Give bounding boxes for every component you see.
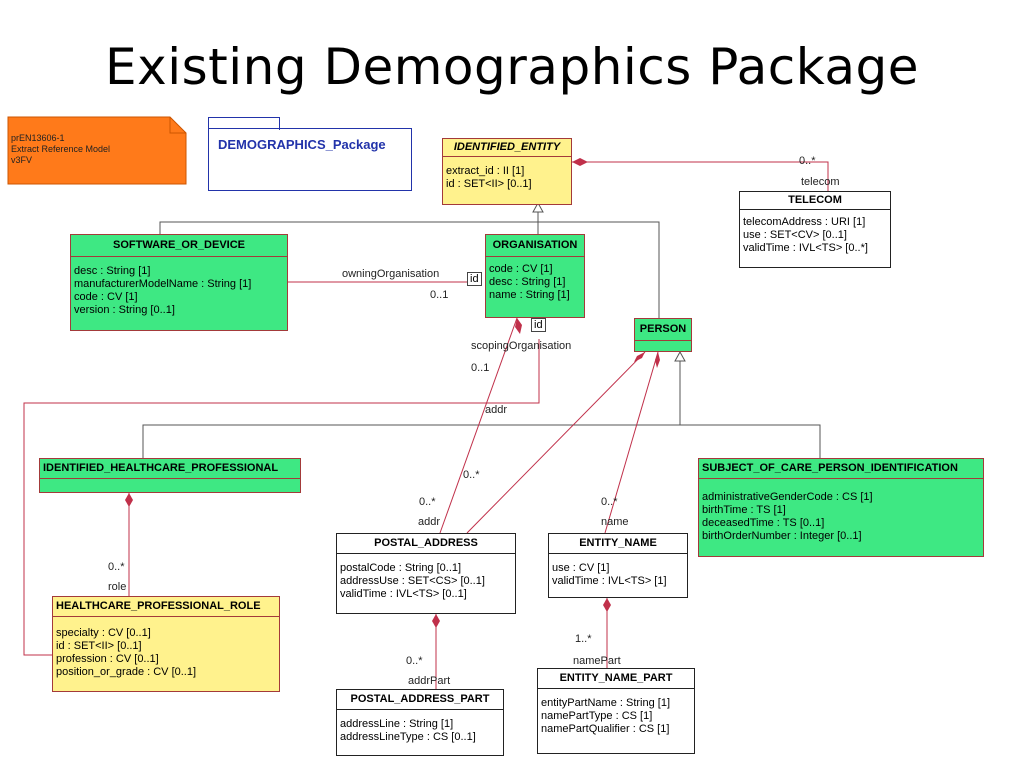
class-name: SUBJECT_OF_CARE_PERSON_IDENTIFICATION (699, 459, 983, 479)
composition-diamonds (125, 158, 660, 628)
class-attribute: validTime : IVL<TS> [0..*] (743, 242, 868, 254)
qualifier-box: id (467, 272, 482, 286)
page-title: Existing Demographics Package (105, 38, 919, 96)
role-label: owningOrganisation (342, 268, 440, 280)
class-name: HEALTHCARE_PROFESSIONAL_ROLE (53, 597, 279, 617)
note-fold (169, 117, 186, 134)
class-identified-healthcare-professional[interactable]: IDENTIFIED_HEALTHCARE_PROFESSIONAL (39, 458, 301, 493)
multiplicity-label: 0..1 (430, 289, 449, 301)
class-name: TELECOM (740, 192, 890, 210)
class-postal-address[interactable]: POSTAL_ADDRESS postalCode : String [0..1… (336, 533, 516, 614)
generalization-arrow-person (674, 350, 686, 362)
role-label: addr (485, 404, 508, 416)
class-attribute: use : CV [1] (552, 562, 610, 574)
class-attribute: specialty : CV [0..1] (56, 627, 151, 639)
note-shape (7, 116, 187, 185)
role-label: role (108, 581, 127, 593)
class-attribute: addressUse : SET<CS> [0..1] (340, 575, 485, 587)
class-attribute: version : String [0..1] (74, 304, 175, 316)
class-attribute: addressLine : String [1] (340, 718, 454, 730)
class-attribute: desc : String [1] (489, 276, 566, 288)
class-attribute: id : SET<II> [0..1] (56, 640, 142, 652)
role-label: telecom (801, 176, 840, 188)
reference-model-note: prEN13606-1 Extract Reference Model v3FV (8, 117, 186, 184)
class-attribute: id : SET<II> [0..1] (446, 178, 532, 190)
class-name: IDENTIFIED_ENTITY (443, 139, 571, 157)
multiplicity-label: 0..* (463, 469, 480, 481)
multiplicity-label: 0..1 (471, 362, 490, 374)
role-label: addrPart (408, 675, 451, 687)
note-line: v3FV (11, 155, 33, 165)
class-attribute: validTime : IVL<TS> [0..1] (340, 588, 467, 600)
class-name: PERSON (635, 319, 691, 341)
package-name: DEMOGRAPHICS_Package (218, 137, 386, 152)
note-line: prEN13606-1 (11, 133, 65, 143)
class-name: POSTAL_ADDRESS_PART (337, 690, 503, 710)
multiplicity-label: 0..* (419, 496, 436, 508)
class-attribute: namePartQualifier : CS [1] (541, 723, 670, 735)
role-label: scopingOrganisation (471, 340, 572, 352)
multiplicity-label: 0..* (799, 155, 816, 167)
role-label: namePart (573, 655, 621, 667)
class-attribute: code : CV [1] (74, 291, 138, 303)
package-box (208, 128, 412, 191)
class-name: ENTITY_NAME (549, 534, 687, 554)
class-name: SOFTWARE_OR_DEVICE (71, 235, 287, 257)
multiplicity-label: 0..* (406, 655, 423, 667)
class-attribute: telecomAddress : URI [1] (743, 216, 866, 228)
class-attribute: code : CV [1] (489, 263, 553, 275)
class-attribute: entityPartName : String [1] (541, 697, 670, 709)
class-attribute: manufacturerModelName : String [1] (74, 278, 252, 290)
class-attribute: birthTime : TS [1] (702, 504, 786, 516)
role-label: name (601, 516, 629, 528)
class-attribute: use : SET<CV> [0..1] (743, 229, 847, 241)
class-attribute: postalCode : String [0..1] (340, 562, 462, 574)
class-software-or-device[interactable]: SOFTWARE_OR_DEVICE desc : String [1] man… (70, 234, 288, 331)
class-attribute: addressLineType : CS [0..1] (340, 731, 476, 743)
class-attribute: name : String [1] (489, 289, 570, 301)
package-tab (208, 117, 280, 130)
class-attribute: profession : CV [0..1] (56, 653, 159, 665)
class-organisation[interactable]: ORGANISATION code : CV [1] desc : String… (485, 234, 585, 318)
class-name: POSTAL_ADDRESS (337, 534, 515, 554)
class-attribute: extract_id : II [1] (446, 165, 525, 177)
multiplicity-label: 0..* (108, 561, 125, 573)
class-identified-entity[interactable]: IDENTIFIED_ENTITY extract_id : II [1] id… (442, 138, 572, 205)
class-entity-name[interactable]: ENTITY_NAME use : CV [1] validTime : IVL… (548, 533, 688, 598)
class-subject-of-care-person-identification[interactable]: SUBJECT_OF_CARE_PERSON_IDENTIFICATION ad… (698, 458, 984, 557)
role-label: addr (418, 516, 441, 528)
note-line: Extract Reference Model (11, 144, 111, 154)
class-attribute: position_or_grade : CV [0..1] (56, 666, 197, 678)
class-healthcare-professional-role[interactable]: HEALTHCARE_PROFESSIONAL_ROLE specialty :… (52, 596, 280, 692)
class-person[interactable]: PERSON (634, 318, 692, 352)
class-attribute: namePartType : CS [1] (541, 710, 653, 722)
class-attribute: desc : String [1] (74, 265, 151, 277)
class-attribute: administrativeGenderCode : CS [1] (702, 491, 873, 503)
qualifier-box: id (531, 318, 546, 332)
generalization-lines (142, 210, 821, 458)
class-name: IDENTIFIED_HEALTHCARE_PROFESSIONAL (40, 459, 300, 479)
class-attribute: birthOrderNumber : Integer [0..1] (702, 530, 862, 542)
class-telecom[interactable]: TELECOM telecomAddress : URI [1] use : S… (739, 191, 891, 268)
generalization-arrow-entity (532, 201, 544, 213)
class-entity-name-part[interactable]: ENTITY_NAME_PART entityPartName : String… (537, 668, 695, 754)
multiplicity-label: 0..* (601, 496, 618, 508)
class-postal-address-part[interactable]: POSTAL_ADDRESS_PART addressLine : String… (336, 689, 504, 756)
class-name: ORGANISATION (486, 235, 584, 257)
class-attribute: validTime : IVL<TS> [1] (552, 575, 667, 587)
class-attribute: deceasedTime : TS [0..1] (702, 517, 825, 529)
class-name: ENTITY_NAME_PART (538, 669, 694, 689)
multiplicity-label: 1..* (575, 633, 592, 645)
